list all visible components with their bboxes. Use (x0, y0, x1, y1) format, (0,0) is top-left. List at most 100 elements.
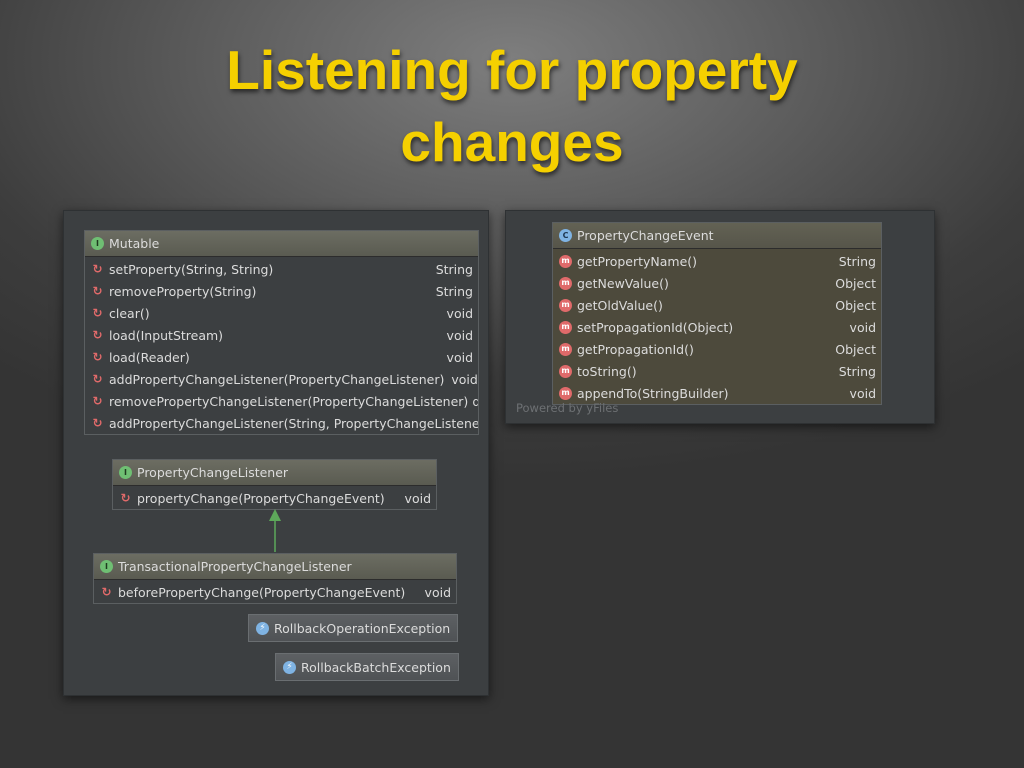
method-name: getPropertyName() (577, 253, 698, 269)
method-row[interactable]: m setPropagationId(Object) void (553, 316, 881, 338)
method-row[interactable]: m getPropertyName() String (553, 250, 881, 272)
inheritance-arrow (269, 509, 281, 552)
property-change-event-node[interactable]: C PropertyChangeEvent m getPropertyName(… (552, 222, 882, 405)
exception-name: RollbackBatchException (301, 659, 451, 675)
method-name: addPropertyChangeListener(PropertyChange… (109, 371, 445, 387)
exception-name: RollbackOperationException (274, 620, 451, 636)
abstract-method-icon: ↻ (101, 585, 112, 599)
method-row[interactable]: ↻ removePropertyChangeListener(PropertyC… (85, 390, 478, 412)
exception-icon: ⚡ (283, 660, 296, 674)
method-return-type: void (451, 371, 478, 387)
method-row[interactable]: ↻ propertyChange(PropertyChangeEvent) vo… (113, 487, 436, 509)
method-name: propertyChange(PropertyChangeEvent) (137, 490, 385, 506)
interface-icon: I (119, 466, 132, 479)
slide-title-line-1: Listening for property (226, 39, 798, 101)
exception-icon: ⚡ (256, 621, 269, 635)
method-icon: m (559, 254, 572, 268)
abstract-method-icon: ↻ (92, 262, 103, 276)
property-change-event-header: C PropertyChangeEvent (553, 223, 881, 249)
method-icon: m (559, 386, 572, 400)
abstract-method-icon: ↻ (92, 394, 103, 408)
mutable-name: Mutable (109, 236, 160, 251)
method-return-type: d (472, 393, 478, 409)
abstract-method-icon: ↻ (92, 350, 103, 364)
method-row[interactable]: ↻ clear() void (85, 302, 478, 324)
method-name: getNewValue() (577, 275, 669, 291)
method-name: addPropertyChangeListener(String, Proper… (109, 415, 478, 431)
method-return-type: void (404, 490, 431, 506)
mutable-interface-node[interactable]: I Mutable ↻ setProperty(String, String) … (84, 230, 479, 435)
property-change-listener-name: PropertyChangeListener (137, 465, 289, 480)
abstract-method-icon: ↻ (92, 372, 103, 386)
right-diagram-panel: C PropertyChangeEvent m getPropertyName(… (505, 210, 935, 424)
property-change-listener-node[interactable]: I PropertyChangeListener ↻ propertyChang… (112, 459, 437, 510)
method-row[interactable]: m getPropagationId() Object (553, 338, 881, 360)
yfiles-watermark: Powered by yFiles (516, 401, 619, 415)
method-return-type: void (446, 327, 473, 343)
abstract-method-icon: ↻ (92, 328, 103, 342)
transactional-listener-name: TransactionalPropertyChangeListener (118, 559, 352, 574)
slide-title: Listening for property changes (0, 34, 1024, 178)
method-return-type: String (435, 261, 473, 277)
method-name: toString() (577, 363, 637, 379)
method-row[interactable]: ↻ addPropertyChangeListener(String, Prop… (85, 412, 478, 434)
method-row[interactable]: ↻ load(InputStream) void (85, 324, 478, 346)
method-return-type: void (424, 584, 451, 600)
property-change-event-methods: m getPropertyName() String m getNewValue… (553, 249, 881, 404)
abstract-method-icon: ↻ (92, 416, 103, 430)
property-change-listener-methods: ↻ propertyChange(PropertyChangeEvent) vo… (113, 486, 436, 509)
abstract-method-icon: ↻ (92, 306, 103, 320)
method-name: getOldValue() (577, 297, 663, 313)
method-row[interactable]: m toString() String (553, 360, 881, 382)
method-row[interactable]: m appendTo(StringBuilder) void (553, 382, 881, 404)
method-row[interactable]: m getNewValue() Object (553, 272, 881, 294)
method-name: removePropertyChangeListener(PropertyCha… (109, 393, 469, 409)
transactional-listener-header: I TransactionalPropertyChangeListener (94, 554, 456, 580)
method-icon: m (559, 364, 572, 378)
method-icon: m (559, 276, 572, 290)
transactional-property-change-listener-node[interactable]: I TransactionalPropertyChangeListener ↻ … (93, 553, 457, 604)
method-name: clear() (109, 305, 150, 321)
method-name: appendTo(StringBuilder) (577, 385, 729, 401)
method-icon: m (559, 342, 572, 356)
method-row[interactable]: ↻ beforePropertyChange(PropertyChangeEve… (94, 581, 456, 603)
method-name: load(InputStream) (109, 327, 224, 343)
abstract-method-icon: ↻ (120, 491, 131, 505)
method-name: load(Reader) (109, 349, 190, 365)
method-return-type: Object (835, 275, 876, 291)
method-row[interactable]: ↻ removeProperty(String) String (85, 280, 478, 302)
method-return-type: String (435, 283, 473, 299)
method-name: setPropagationId(Object) (577, 319, 734, 335)
method-name: beforePropertyChange(PropertyChangeEvent… (118, 584, 406, 600)
method-return-type: void (446, 305, 473, 321)
method-row[interactable]: ↻ setProperty(String, String) String (85, 258, 478, 280)
property-change-listener-header: I PropertyChangeListener (113, 460, 436, 486)
transactional-listener-methods: ↻ beforePropertyChange(PropertyChangeEve… (94, 580, 456, 603)
method-return-type: void (849, 385, 876, 401)
left-diagram-panel: I Mutable ↻ setProperty(String, String) … (63, 210, 489, 696)
method-row[interactable]: ↻ load(Reader) void (85, 346, 478, 368)
method-return-type: Object (835, 297, 876, 313)
method-name: getPropagationId() (577, 341, 694, 357)
interface-icon: I (91, 237, 104, 250)
method-row[interactable]: ↻ addPropertyChangeListener(PropertyChan… (85, 368, 478, 390)
method-name: removeProperty(String) (109, 283, 257, 299)
method-return-type: void (446, 349, 473, 365)
method-return-type: void (849, 319, 876, 335)
method-return-type: String (838, 363, 876, 379)
slide-title-line-2: changes (400, 111, 624, 173)
method-icon: m (559, 298, 572, 312)
rollback-batch-exception-node[interactable]: ⚡ RollbackBatchException (275, 653, 459, 681)
mutable-header: I Mutable (85, 231, 478, 257)
class-icon: C (559, 229, 572, 242)
method-return-type: String (838, 253, 876, 269)
interface-icon: I (100, 560, 113, 573)
mutable-methods: ↻ setProperty(String, String) String ↻ r… (85, 257, 478, 434)
method-row[interactable]: m getOldValue() Object (553, 294, 881, 316)
method-name: setProperty(String, String) (109, 261, 274, 277)
rollback-operation-exception-node[interactable]: ⚡ RollbackOperationException (248, 614, 459, 642)
method-icon: m (559, 320, 572, 334)
abstract-method-icon: ↻ (92, 284, 103, 298)
method-return-type: Object (835, 341, 876, 357)
property-change-event-name: PropertyChangeEvent (577, 228, 714, 243)
